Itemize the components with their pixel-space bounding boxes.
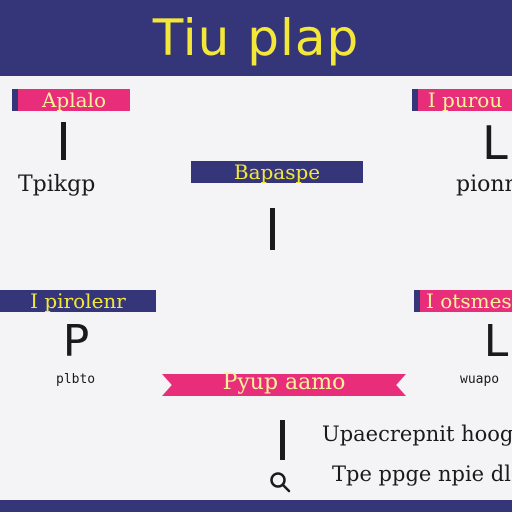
banner-mid-right: I otsmesz <box>414 290 512 312</box>
glyph-top-left <box>61 122 66 160</box>
footer-bar <box>0 500 512 512</box>
caption-top-right: pionm <box>456 172 512 197</box>
header-bar <box>0 0 512 76</box>
glyph-center <box>270 208 275 250</box>
page-title: Tiu plap <box>152 9 360 67</box>
caption-bottom-1: Upaecrepnit hoog <box>322 422 512 446</box>
glyph-bottom <box>280 420 285 460</box>
glyph-mid-left: P <box>62 316 90 367</box>
banner-center: Bapaspe <box>191 161 363 183</box>
caption-top-left: Tpikgp <box>18 172 96 197</box>
caption-mid-right: wuapo <box>460 372 500 387</box>
caption-bottom-2: Tpe ppge npie dl <box>332 462 511 486</box>
banner-top-left: Aplalo <box>12 89 130 111</box>
glyph-top-right: L <box>482 116 508 170</box>
ribbon-bottom-label: Pyup aamo <box>222 370 346 395</box>
banner-mid-left: I pirolenr <box>0 290 156 312</box>
banner-top-right: I purou <box>412 89 512 111</box>
ribbon-bottom <box>162 374 406 396</box>
glyph-mid-right: L <box>483 316 509 367</box>
caption-mid-left: plbto <box>56 372 96 387</box>
search-icon <box>270 472 291 493</box>
